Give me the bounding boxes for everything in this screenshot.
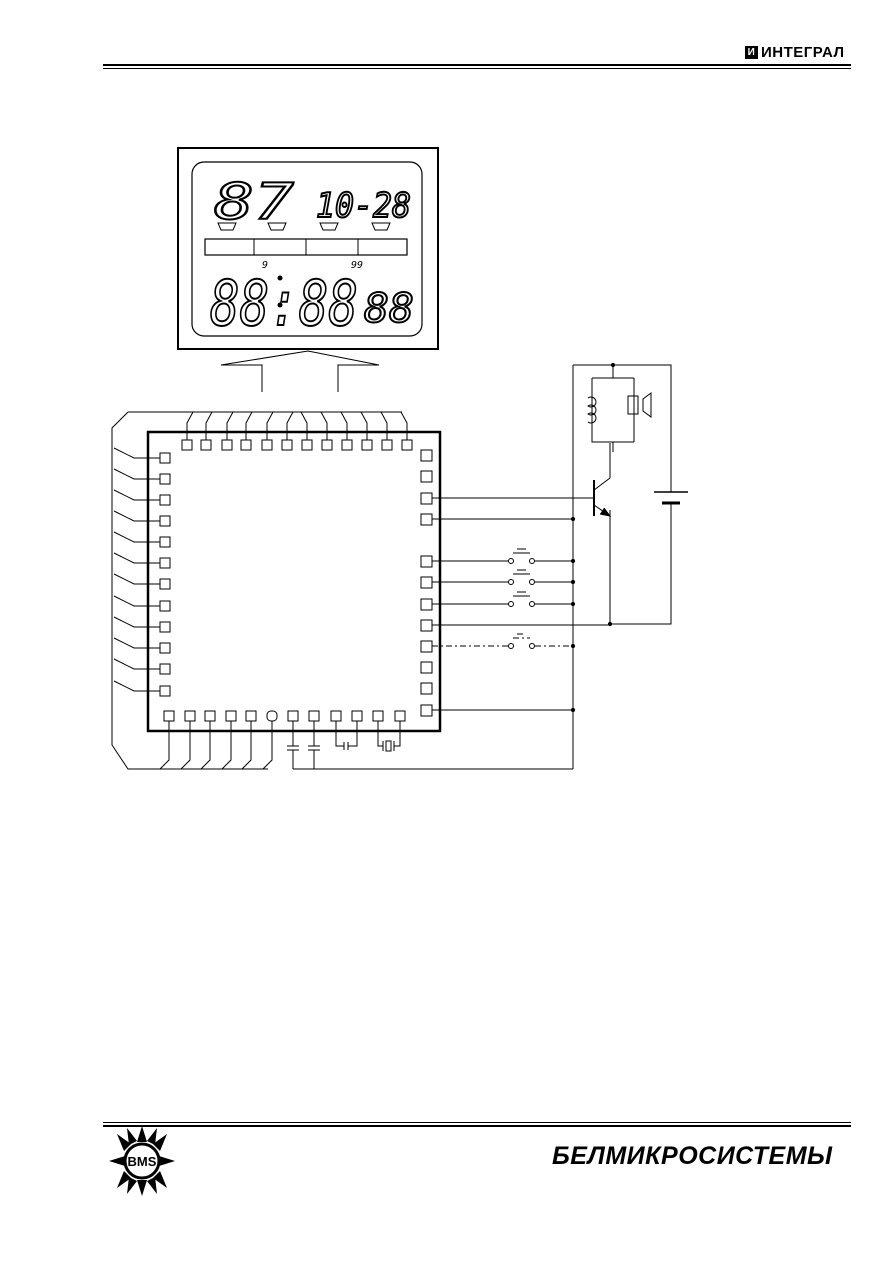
lcd-digits: 87 10-28 88:88 88 9 99 — [209, 172, 415, 341]
lcd-row1-left: 87 — [214, 173, 294, 231]
footer-brand: БЕЛМИКРОСИСТЕМЫ — [552, 1142, 833, 1170]
header-brand: И ИНТЕГРАЛ — [745, 44, 845, 61]
lcd-display — [177, 147, 439, 350]
lcd-row2-main: 88:88 — [210, 267, 358, 340]
lcd-row1-right: 10-28 — [316, 186, 411, 226]
chip-right-pins — [420, 449, 433, 717]
bus-arrow — [220, 350, 380, 392]
bms-logo-icon: BMS — [109, 1126, 175, 1196]
chip-bottom-pins — [159, 710, 573, 770]
lcd-mark-b: 99 — [351, 260, 363, 271]
header-rule-thin — [103, 68, 851, 69]
right-wiring — [432, 362, 688, 769]
integral-logo-icon: И — [745, 46, 758, 59]
lcd-mark-a: 9 — [262, 260, 268, 271]
footer-rule — [103, 1125, 851, 1127]
header-brand-text: ИНТЕГРАЛ — [761, 44, 845, 61]
lcd-row2-small: 88 — [364, 286, 414, 332]
header-rule — [103, 64, 851, 66]
bms-logo-text: BMS — [128, 1154, 157, 1169]
chip-body — [146, 430, 442, 733]
footer-rule-thin — [103, 1122, 851, 1123]
chip-top-pins — [111, 411, 413, 770]
chip-left-pins — [113, 447, 171, 697]
